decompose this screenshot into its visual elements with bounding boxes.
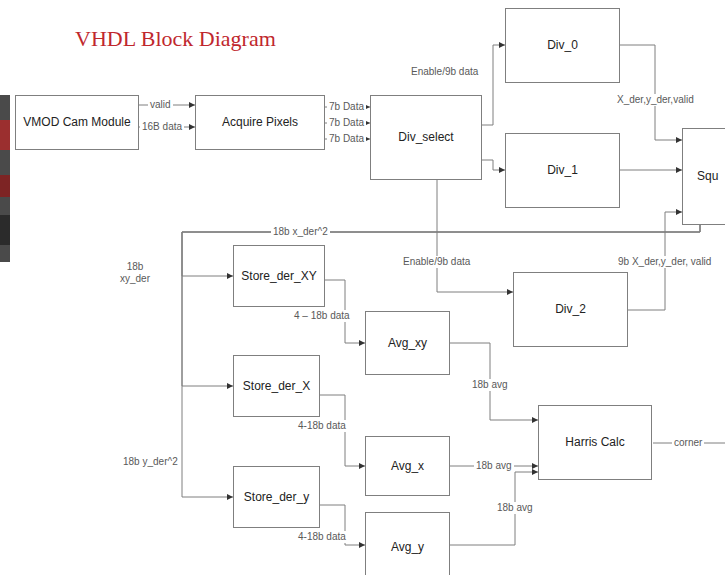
box-label: Acquire Pixels	[222, 115, 298, 129]
process-box: Squ	[682, 128, 725, 225]
process-box: Avg_y	[365, 512, 450, 575]
process-box: Store_der_y	[233, 466, 320, 528]
box-label: Div_1	[547, 163, 578, 177]
signal-label: 9b X_der,y_der, valid	[616, 256, 713, 268]
signal-label: 7b Data	[327, 133, 366, 145]
box-label: Store_der_X	[243, 379, 310, 393]
process-box: Acquire Pixels	[195, 95, 325, 150]
process-box: Store_der_XY	[233, 245, 325, 307]
box-label: Avg_x	[391, 459, 424, 473]
photo-strip	[0, 95, 10, 262]
box-label: Div_0	[547, 38, 578, 52]
box-label: Avg_y	[391, 540, 424, 554]
signal-connector	[620, 45, 682, 140]
diagram-title: VHDL Block Diagram	[75, 26, 276, 52]
signal-connector	[437, 180, 513, 292]
signal-connector	[482, 45, 505, 125]
signal-label: corner	[672, 437, 704, 449]
process-box: Div_0	[505, 8, 620, 83]
signal-label: 4-18b data	[296, 531, 348, 543]
box-label: Harris Calc	[565, 435, 624, 449]
box-label: Store_der_XY	[241, 269, 316, 283]
signal-connector	[482, 160, 505, 170]
signal-connector	[620, 170, 682, 171]
box-label: Store_der_y	[244, 490, 309, 504]
signal-label: 18b avg	[474, 460, 514, 472]
process-box: Div_select	[370, 95, 482, 180]
photo-strip	[0, 215, 10, 245]
signal-connector	[450, 472, 538, 545]
signal-label: X_der,y_der,valid	[615, 94, 696, 106]
signal-label: 18b y_der^2	[121, 456, 180, 468]
process-box: Div_1	[505, 133, 620, 208]
process-box: Avg_xy	[365, 311, 450, 375]
box-label: Squ	[697, 169, 718, 183]
box-label: Div_2	[555, 302, 586, 316]
process-box: Avg_x	[365, 436, 450, 496]
photo-strip	[0, 120, 10, 150]
signal-label: valid	[148, 99, 173, 111]
signal-connector	[450, 343, 538, 420]
signal-label: 18b avg	[495, 502, 535, 514]
signal-label: 18b x_der^2	[271, 226, 330, 238]
signal-label: 4 – 18b data	[292, 310, 352, 322]
signal-label: 18b xy_der	[110, 261, 160, 284]
photo-strip	[0, 175, 10, 197]
box-label: Div_select	[398, 130, 453, 144]
signal-label: 18b avg	[470, 379, 510, 391]
signal-label: 7b Data	[327, 101, 366, 113]
signal-label: Enable/9b data	[409, 66, 480, 78]
box-label: Avg_xy	[388, 336, 427, 350]
box-label: VMOD Cam Module	[23, 115, 130, 129]
process-box: Div_2	[513, 272, 628, 347]
signal-label: 4-18b data	[296, 420, 348, 432]
signal-label: 16B data	[140, 121, 184, 133]
process-box: Harris Calc	[538, 405, 652, 480]
process-box: VMOD Cam Module	[15, 95, 139, 150]
signal-label: Enable/9b data	[401, 256, 472, 268]
signal-label: 7b Data	[327, 117, 366, 129]
process-box: Store_der_X	[233, 355, 320, 417]
